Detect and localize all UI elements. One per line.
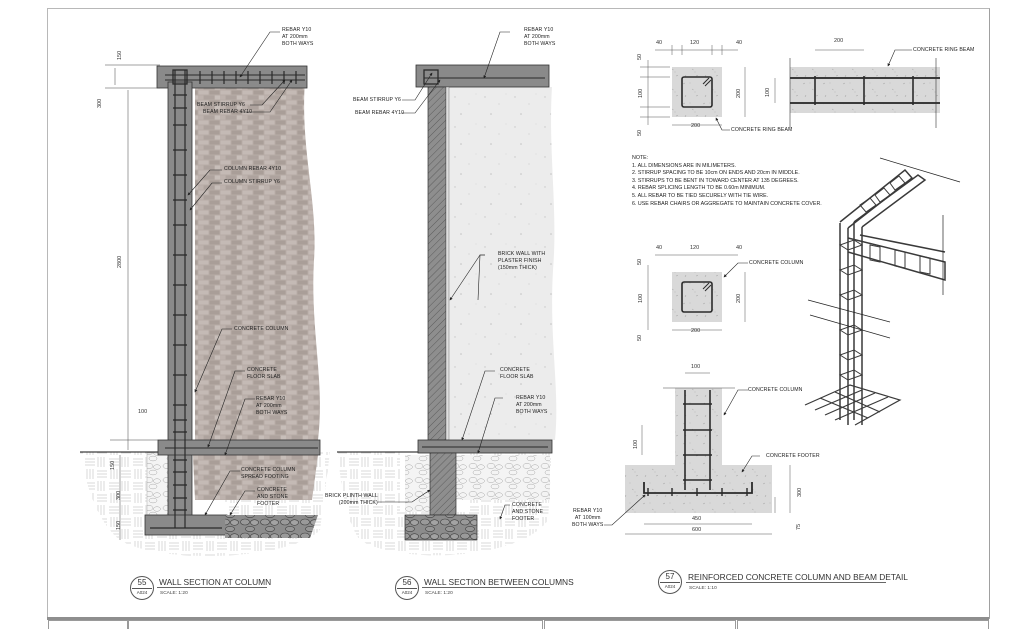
title-block-bar (47, 617, 989, 620)
label-beam-stirrup: BEAM STIRRUP Y6 (353, 97, 402, 103)
dim-footer-depth: 300 (797, 487, 803, 497)
dim-slab: 150 (110, 460, 116, 470)
dim-bottom: 50 (637, 334, 643, 341)
note-item: 3. STIRRUPS TO BE BENT IN TOWARD CENTER … (632, 177, 799, 184)
dim-stirrup-spacing: 200 (834, 38, 844, 44)
detail-callout-57: 57 A024 (658, 570, 682, 594)
label-stone-footer: CONCRETE AND STONE FOOTER (257, 487, 289, 507)
title-underline (422, 587, 550, 588)
general-notes: NOTE: 1. ALL DIMENSIONS ARE IN MILIMETER… (632, 155, 822, 208)
note-item: 2. STIRRUP SPACING TO BE 10cm ON ENDS AN… (632, 170, 800, 177)
dim-mid: 100 (638, 88, 644, 98)
label-concrete-column: CONCRETE COLUMN (234, 326, 289, 332)
wall-section-at-column (80, 31, 330, 557)
note-item: 5. ALL REBAR TO BE TIED SECURELY WITH TI… (632, 192, 769, 199)
drawing-scale: SCALE: 1:20 (425, 591, 453, 596)
rebar-cage-isometric (804, 168, 946, 426)
dim-height: 200 (736, 88, 742, 98)
label-spread-footing: CONCRETE COLUMN SPREAD FOOTING (241, 467, 296, 480)
drawing-title: REINFORCED CONCRETE COLUMN AND BEAM DETA… (688, 572, 908, 582)
label-rebar-floor: REBAR Y10 AT 200mm BOTH WAYS (516, 395, 548, 415)
dim-cover: 75 (796, 523, 802, 530)
label-beam-rebar: BEAM REBAR 4Y10 (203, 109, 253, 115)
title-underline (686, 582, 886, 583)
dim-cover-right: 40 (736, 40, 743, 46)
dim-beam-depth: 150 (117, 50, 123, 60)
dim-footing: 150 (116, 520, 122, 530)
label-beam-stirrup: BEAM STIRRUP Y6 (197, 102, 246, 108)
dim-top-offset: 300 (97, 98, 103, 108)
dim-top: 50 (637, 53, 643, 60)
label-floor-slab: CONCRETE FLOOR SLAB (500, 367, 534, 380)
label-column-rebar: COLUMN REBAR 4Y10 (224, 166, 282, 172)
note-item: 4. REBAR SPLICING LENGTH TO BE 0.60m MIN… (632, 185, 766, 192)
label-stone-footer: CONCRETE AND STONE FOOTER (512, 502, 544, 522)
dim-top: 50 (637, 258, 643, 265)
drawing-scale: SCALE: 1:10 (689, 586, 717, 591)
dim-cover-left: 40 (656, 40, 663, 46)
label-rebar-slab-top: REBAR Y10 AT 200mm BOTH WAYS (524, 27, 556, 47)
label-ring-beam-section: CONCRETE RING BEAM (731, 127, 793, 133)
detail-callout-56: 56 A024 (395, 576, 419, 600)
label-beam-rebar: BEAM REBAR 4Y10 (355, 110, 405, 116)
dim-center: 120 (690, 245, 700, 251)
dim-wall-height: 2800 (117, 255, 123, 268)
dim-plinth: 100 (138, 409, 148, 415)
drawing-scale: SCALE: 1:20 (160, 591, 188, 596)
dim-bottom: 50 (637, 129, 643, 136)
label-ring-beam-elevation: CONCRETE RING BEAM (913, 47, 975, 53)
dim-center: 120 (690, 40, 700, 46)
title-underline (157, 587, 267, 588)
dim-below-grade: 300 (116, 490, 122, 500)
drawing-title: WALL SECTION AT COLUMN (159, 577, 272, 587)
wall-section-between-columns (337, 31, 557, 556)
dim-cover-left: 40 (656, 245, 663, 251)
note-item: 6. USE REBAR CHAIRS OR AGGREGATE TO MAIN… (632, 200, 822, 207)
dim-cover-right: 40 (736, 245, 743, 251)
rc-column-and-beam-detail (604, 45, 961, 535)
dim-inner: 450 (692, 516, 702, 522)
label-rebar-slab-top: REBAR Y10 AT 200mm BOTH WAYS (282, 27, 314, 47)
dim-width: 200 (691, 123, 701, 129)
label-column-section: CONCRETE COLUMN (749, 260, 804, 266)
label-footer-rebar: REBAR Y10 AT 100mm BOTH WAYS (572, 508, 604, 528)
label-plinth-wall: BRICK PLINTH WALL (200mm THICK) (325, 493, 378, 506)
label-rebar-floor: REBAR Y10 AT 200mm BOTH WAYS (256, 396, 288, 416)
notes-heading: NOTE: (632, 155, 649, 161)
dim-mid: 100 (638, 293, 644, 303)
dim-beam-depth: 100 (765, 87, 771, 97)
label-brick-wall: BRICK WALL WITH PLASTER FINISH (150mm TH… (498, 251, 546, 271)
detail-callout-55: 55 A024 (130, 576, 154, 600)
dim-outer: 600 (692, 527, 702, 533)
label-column-stirrup: COLUMN STIRRUP Y6 (224, 179, 280, 185)
dim-column-width: 100 (691, 364, 701, 370)
note-item: 1. ALL DIMENSIONS ARE IN MILIMETERS. (632, 162, 737, 169)
label-column-elevation: CONCRETE COLUMN (748, 387, 803, 393)
label-floor-slab: CONCRETE FLOOR SLAB (247, 367, 281, 380)
dim-stirrup-spacing: 100 (633, 439, 639, 449)
label-footer: CONCRETE FOOTER (766, 453, 820, 459)
dim-width: 200 (691, 328, 701, 334)
dim-height: 200 (736, 293, 742, 303)
drawing-title: WALL SECTION BETWEEN COLUMNS (424, 577, 574, 587)
